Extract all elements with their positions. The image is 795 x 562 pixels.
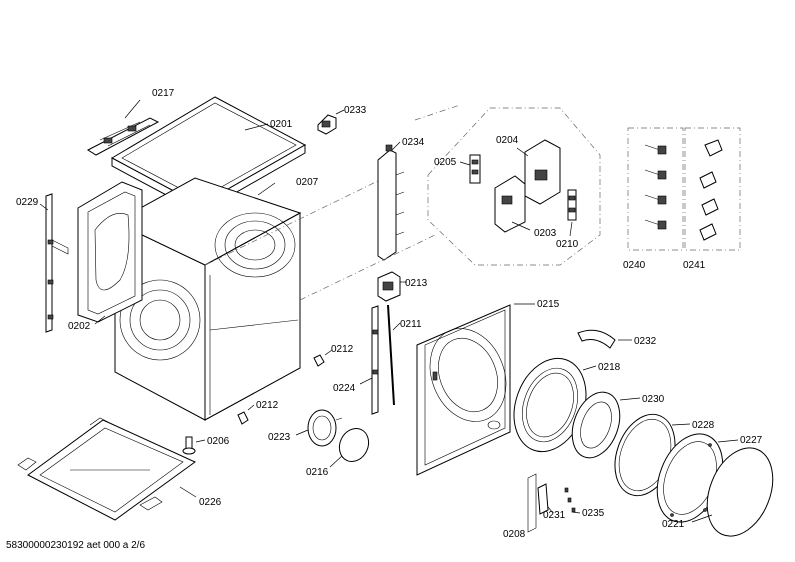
label-0233: 0233 xyxy=(344,105,367,116)
hinge-set-part xyxy=(527,473,576,533)
label-0210: 0210 xyxy=(556,239,579,250)
label-0232: 0232 xyxy=(634,336,657,347)
connector-part-0210 xyxy=(567,189,577,221)
label-0227: 0227 xyxy=(740,435,763,446)
front-panel-part xyxy=(416,304,511,476)
label-0228: 0228 xyxy=(692,420,715,431)
terminal-block-part xyxy=(377,271,401,302)
cabinet-frame-part xyxy=(113,177,302,421)
clip-set-part xyxy=(699,139,723,241)
door-seal-part xyxy=(577,329,616,349)
front-rail-part xyxy=(371,305,379,415)
label-0241: 0241 xyxy=(683,260,706,271)
label-0229: 0229 xyxy=(16,197,39,208)
label-0223: 0223 xyxy=(268,432,291,443)
connector-part-0205 xyxy=(469,154,481,184)
label-0226: 0226 xyxy=(199,497,222,508)
base-frame-part xyxy=(17,417,196,521)
clip-part-b xyxy=(237,411,249,425)
door-frame-outer-part xyxy=(656,433,724,523)
label-0221: 0221 xyxy=(662,519,685,530)
top-bracket-part xyxy=(86,117,160,156)
label-0218: 0218 xyxy=(598,362,621,373)
label-0205: 0205 xyxy=(434,157,457,168)
foot-part xyxy=(182,436,196,455)
label-0211: 0211 xyxy=(400,319,422,330)
label-0235: 0235 xyxy=(582,508,605,519)
label-0208: 0208 xyxy=(503,529,526,540)
door-cover-part xyxy=(706,447,774,537)
label-0206: 0206 xyxy=(207,436,230,447)
label-0240: 0240 xyxy=(623,260,646,271)
filter-cover-part xyxy=(338,427,370,463)
small-clip-part xyxy=(317,114,337,135)
label-0201: 0201 xyxy=(270,119,293,130)
label-0204: 0204 xyxy=(496,135,519,146)
clip-part-a xyxy=(313,354,325,367)
hose-ring-part xyxy=(307,409,343,447)
label-0212-lower: 0212 xyxy=(256,400,279,411)
control-module-part xyxy=(524,139,561,205)
label-0215: 0215 xyxy=(537,299,560,310)
side-rail-part xyxy=(45,193,69,333)
label-0216: 0216 xyxy=(306,467,329,478)
label-0217: 0217 xyxy=(152,88,175,99)
label-0230: 0230 xyxy=(642,394,665,405)
screw-set-part xyxy=(644,144,667,230)
label-0212-upper: 0212 xyxy=(331,344,354,355)
label-0234: 0234 xyxy=(402,137,425,148)
inner-glass-part xyxy=(571,391,621,459)
control-board-part xyxy=(494,175,526,233)
side-panel-part xyxy=(77,181,143,323)
label-0207: 0207 xyxy=(296,177,319,188)
label-0213: 0213 xyxy=(405,278,428,289)
label-0224: 0224 xyxy=(333,383,356,394)
label-0203: 0203 xyxy=(534,228,557,239)
document-id-footer: 58300000230192 aet 000 a 2/6 xyxy=(6,540,146,551)
rod-part xyxy=(387,304,395,406)
label-0202: 0202 xyxy=(68,321,91,332)
rear-bracket-part xyxy=(377,144,405,261)
label-0231: 0231 xyxy=(543,510,566,521)
